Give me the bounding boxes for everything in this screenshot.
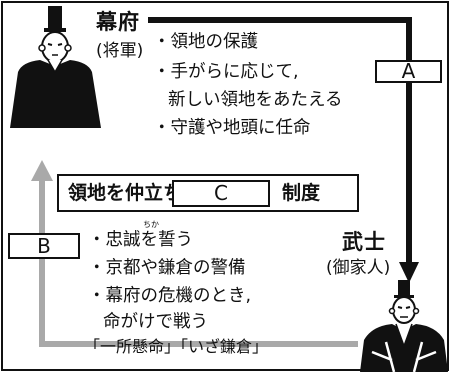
ruby-chikau: ちか — [143, 220, 159, 229]
arrow-b-head — [31, 160, 53, 181]
label-box-c: C — [172, 180, 270, 207]
shogun-face — [41, 31, 69, 63]
shogunate-subtitle: (将軍) — [96, 41, 144, 61]
duty-crisis: ・幕府の危機のとき, — [88, 286, 252, 306]
samurai-face — [392, 296, 416, 324]
label-box-b: B — [8, 233, 80, 259]
system-prefix: 領地を仲立ち= — [68, 182, 198, 204]
shogun-figure — [10, 6, 101, 128]
arrow-a — [148, 17, 419, 283]
obligation-protect-land: ・領地の保護 — [153, 32, 258, 52]
samurai-title: 武士 — [342, 230, 386, 254]
samurai-subtitle: (御家人) — [326, 258, 391, 278]
duty-guard: ・京都や鎌倉の警備 — [88, 258, 246, 278]
samurai-eboshi-hat — [398, 280, 410, 297]
duty-loyalty: ・忠誠を誓う — [88, 230, 193, 250]
duty-fight: 命がけで戦う — [103, 312, 208, 332]
shogun-eboshi-hat — [48, 6, 62, 31]
shogunate-title: 幕府 — [96, 10, 140, 34]
samurai-figure — [360, 280, 448, 373]
obligation-merit: ・手がらに応じて, — [153, 62, 299, 82]
slogan: 「一所懸命」「いざ鎌倉」 — [84, 337, 269, 356]
arrow-a-line — [148, 17, 412, 265]
label-box-a: A — [375, 60, 442, 83]
obligation-new-land: 新しい領地をあたえる — [168, 90, 343, 110]
arrow-a-head — [399, 262, 419, 283]
obligation-appoint: ・守護や地頭に任命 — [153, 118, 311, 138]
shogun-robe — [10, 60, 101, 128]
system-suffix: 制度 — [282, 182, 321, 204]
